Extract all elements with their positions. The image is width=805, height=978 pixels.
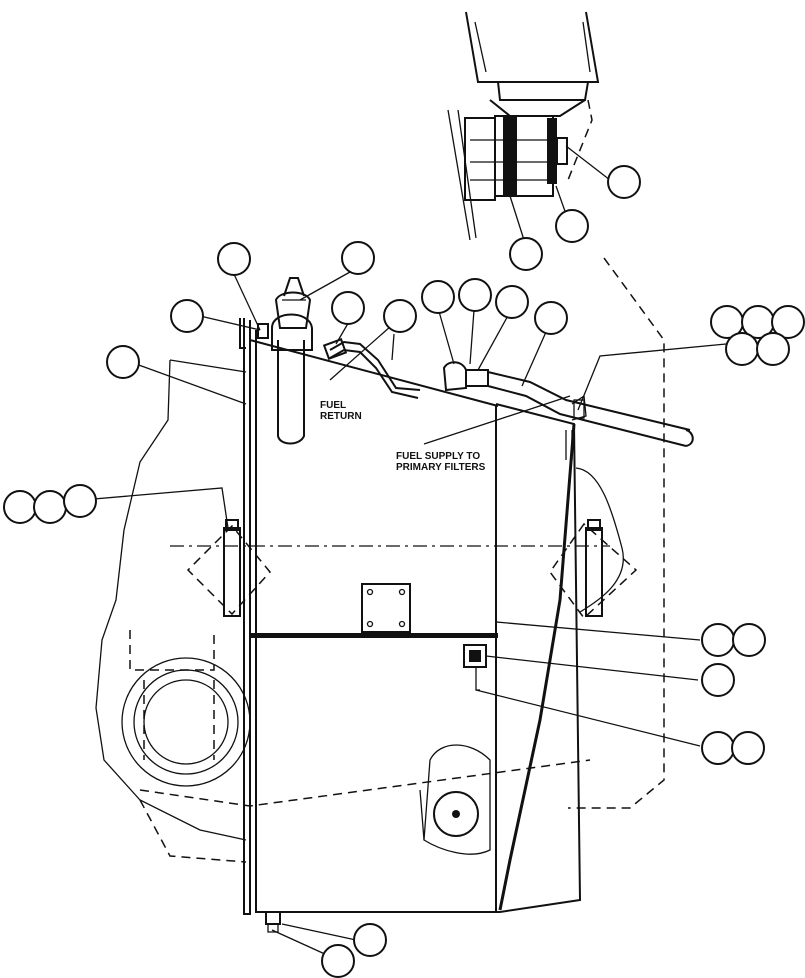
callout-balloon	[341, 241, 375, 275]
callout-balloon	[383, 299, 417, 333]
callout-balloon	[509, 237, 543, 271]
fuel-return-label-line2: RETURN	[320, 411, 362, 422]
callout-balloon	[731, 731, 765, 765]
fuel-supply-label-line2: PRIMARY FILTERS	[396, 462, 486, 473]
callout-balloons	[3, 165, 805, 978]
callout-balloon	[217, 242, 251, 276]
callout-balloon	[701, 731, 735, 765]
callout-balloon	[63, 484, 97, 518]
fuel-return-label-line1: FUEL	[320, 400, 346, 411]
callout-balloon	[3, 490, 37, 524]
leader-lines	[81, 145, 727, 961]
fuel-supply-hose	[442, 361, 694, 447]
engine-outline	[95, 359, 591, 863]
callout-balloon	[421, 280, 455, 314]
fuel-filter-assembly	[447, 11, 600, 241]
callout-balloon	[170, 299, 204, 333]
callout-balloon	[555, 209, 589, 243]
callout-balloon	[353, 923, 387, 957]
callout-balloon	[321, 944, 355, 978]
filler-neck	[239, 277, 313, 445]
callout-balloon	[458, 278, 492, 312]
callout-balloon	[756, 332, 790, 366]
callout-balloon	[106, 345, 140, 379]
mounting-brackets	[170, 467, 638, 620]
callout-balloon	[725, 332, 759, 366]
callout-balloon	[701, 623, 735, 657]
callout-balloon	[495, 285, 529, 319]
fuel-supply-label: FUEL SUPPLY TO PRIMARY FILTERS	[396, 451, 486, 473]
callout-balloon	[331, 291, 365, 325]
fuel-return-hose	[322, 338, 421, 399]
cab-outline	[568, 257, 665, 809]
fuel-tank	[243, 318, 582, 933]
fuel-supply-label-line1: FUEL SUPPLY TO	[396, 451, 480, 462]
callout-balloon	[33, 490, 67, 524]
callout-balloon	[701, 663, 735, 697]
callout-balloon	[771, 305, 805, 339]
callout-balloon	[607, 165, 641, 199]
fuel-return-label: FUEL RETURN	[320, 400, 362, 422]
callout-balloon	[732, 623, 766, 657]
callout-balloon	[534, 301, 568, 335]
